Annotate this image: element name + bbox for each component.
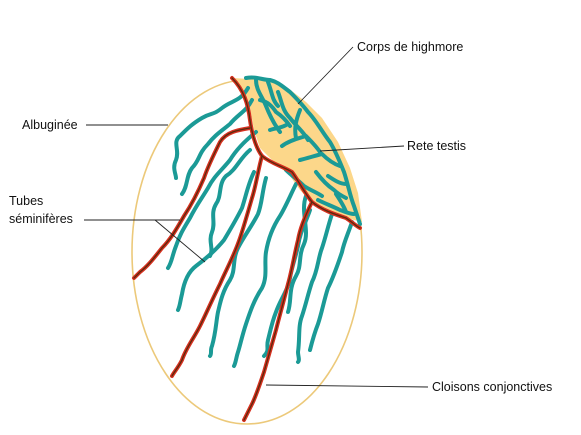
label-tubes-line2: séminifères <box>9 212 73 226</box>
leader-corps-highmore <box>297 46 354 105</box>
leader-lines <box>84 46 429 388</box>
rete-canal <box>280 134 322 154</box>
rete-canal <box>258 98 292 128</box>
leader-rete-testis <box>319 145 405 152</box>
rete-canal <box>314 170 348 200</box>
septum-core <box>171 155 263 377</box>
label-corps-highmore: Corps de highmore <box>357 40 463 54</box>
tubule <box>208 148 252 258</box>
rete-canal <box>284 168 324 198</box>
rete-canal <box>268 122 290 132</box>
tubule <box>180 98 254 196</box>
tubule <box>208 176 268 358</box>
tubule <box>232 182 298 368</box>
rete-canal <box>326 174 348 186</box>
septum-core <box>133 127 251 279</box>
rete-canal <box>254 78 282 134</box>
tubule <box>296 212 334 364</box>
connective-septa-core <box>133 77 361 421</box>
septum-core <box>231 77 361 229</box>
leader-cloisons <box>265 384 429 388</box>
tubule <box>308 220 354 352</box>
leader-tubes-branch <box>154 219 206 263</box>
tubule <box>166 130 258 270</box>
tubule <box>176 170 256 312</box>
label-rete-testis: Rete testis <box>407 139 466 153</box>
rete-canal <box>316 198 356 216</box>
tubule <box>172 86 250 180</box>
rete-canal <box>266 80 280 108</box>
rete-canal <box>276 90 310 142</box>
label-cloisons: Cloisons conjonctives <box>432 380 552 394</box>
rete-canal <box>293 108 302 140</box>
label-tubes-line1: Tubes <box>9 194 43 208</box>
rete-canal <box>298 152 342 168</box>
rete-canal <box>334 192 348 214</box>
rete-canal <box>244 75 362 226</box>
septum-core <box>243 201 313 421</box>
rete-testis-network <box>244 75 362 226</box>
label-albuginee: Albuginée <box>22 118 78 132</box>
